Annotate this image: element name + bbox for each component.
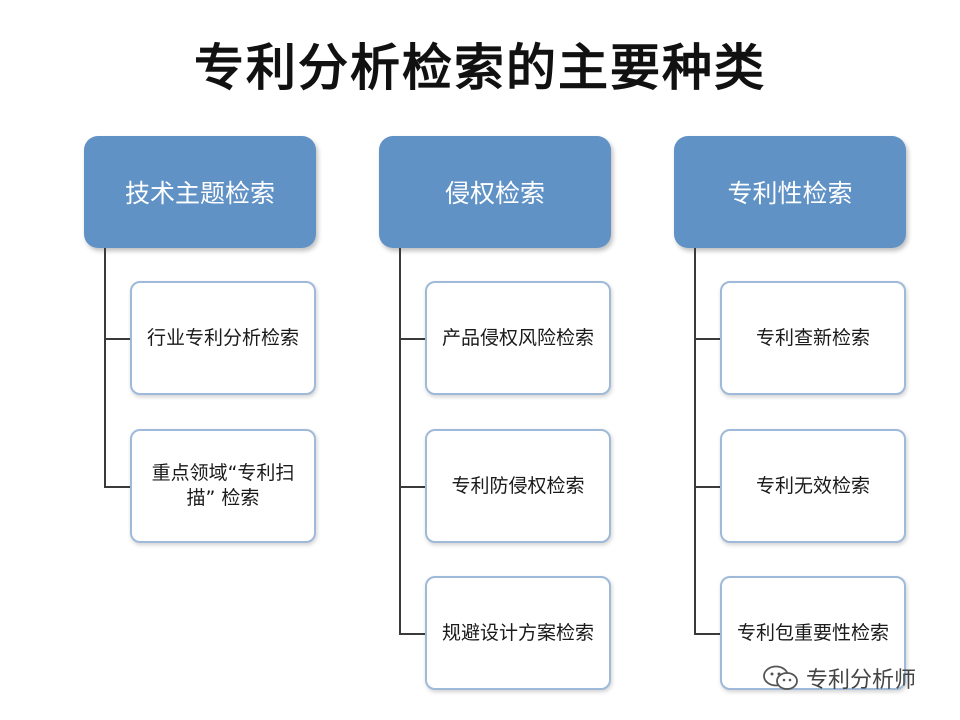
connector-horizontal bbox=[399, 486, 425, 488]
subcategory-box: 专利防侵权检索 bbox=[425, 429, 611, 543]
category-patentability: 专利性检索 bbox=[674, 136, 906, 248]
connector-vertical bbox=[104, 248, 106, 488]
category-infringement: 侵权检索 bbox=[379, 136, 611, 248]
connector-horizontal bbox=[694, 486, 720, 488]
category-technical-topic: 技术主题检索 bbox=[84, 136, 316, 248]
subcategory-box: 产品侵权风险检索 bbox=[425, 281, 611, 395]
watermark-text: 专利分析师 bbox=[806, 668, 917, 693]
diagram-title: 专利分析检索的主要种类 bbox=[194, 39, 766, 97]
connector-vertical bbox=[694, 248, 696, 635]
connector-horizontal bbox=[694, 633, 720, 635]
connector-horizontal bbox=[399, 633, 425, 635]
subcategory-box: 专利查新检索 bbox=[720, 281, 906, 395]
connector-horizontal bbox=[694, 338, 720, 340]
subcategory-box: 重点领域“专利扫描” 检索 bbox=[130, 429, 316, 543]
subcategory-box: 专利包重要性检索 bbox=[720, 576, 906, 690]
subcategory-box: 行业专利分析检索 bbox=[130, 281, 316, 395]
connector-horizontal bbox=[399, 338, 425, 340]
subcategory-box: 专利无效检索 bbox=[720, 429, 906, 543]
connector-vertical bbox=[399, 248, 401, 635]
connector-horizontal bbox=[104, 486, 130, 488]
connector-horizontal bbox=[104, 338, 130, 340]
subcategory-box: 规避设计方案检索 bbox=[425, 576, 611, 690]
watermark: 专利分析师 bbox=[762, 662, 916, 694]
wechat-icon bbox=[763, 665, 798, 690]
